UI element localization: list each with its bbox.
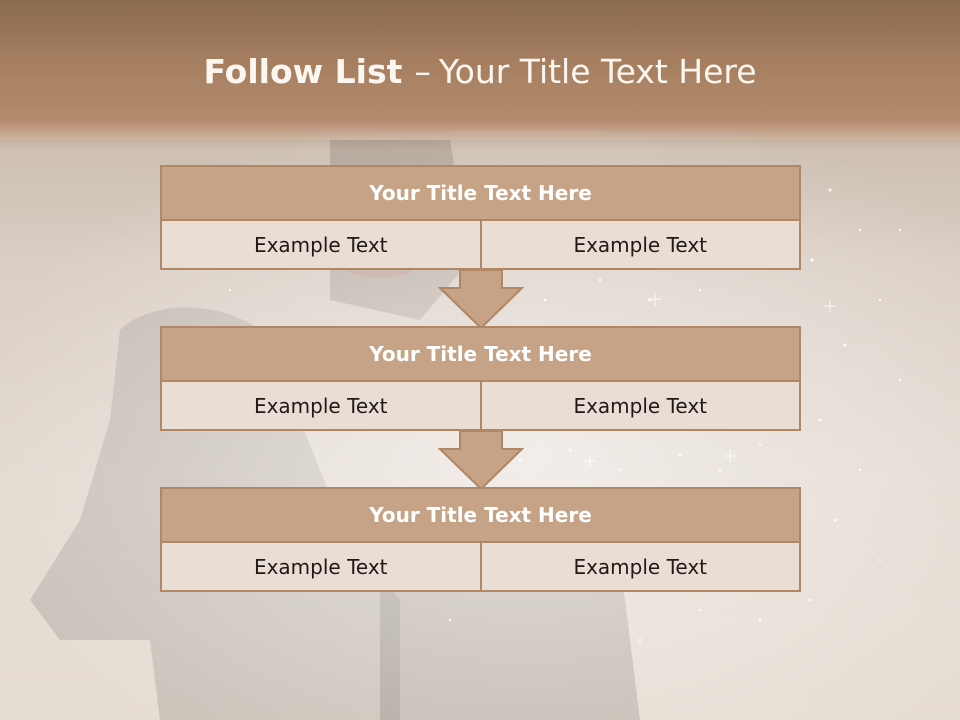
block-cells-row: Example Text Example Text [160, 543, 801, 592]
title-bold-part: Follow List [203, 52, 403, 91]
title-rest-part: Your Title Text Here [438, 52, 757, 91]
block-right-cell: Example Text [481, 543, 801, 592]
block-right-cell: Example Text [481, 382, 801, 431]
slide-title: Follow List–Your Title Text Here [0, 52, 960, 91]
block-title: Your Title Text Here [160, 326, 801, 382]
block-left-cell: Example Text [160, 221, 482, 270]
list-block-3: Your Title Text Here Example Text Exampl… [160, 487, 801, 592]
title-dash: – [414, 52, 431, 91]
down-arrow-icon [438, 270, 524, 330]
block-left-cell: Example Text [160, 543, 482, 592]
block-title: Your Title Text Here [160, 487, 801, 543]
block-cells-row: Example Text Example Text [160, 221, 801, 270]
block-cells-row: Example Text Example Text [160, 382, 801, 431]
down-arrow-icon [438, 431, 524, 491]
list-block-1: Your Title Text Here Example Text Exampl… [160, 165, 801, 270]
block-right-cell: Example Text [481, 221, 801, 270]
block-left-cell: Example Text [160, 382, 482, 431]
list-block-2: Your Title Text Here Example Text Exampl… [160, 326, 801, 431]
block-title: Your Title Text Here [160, 165, 801, 221]
